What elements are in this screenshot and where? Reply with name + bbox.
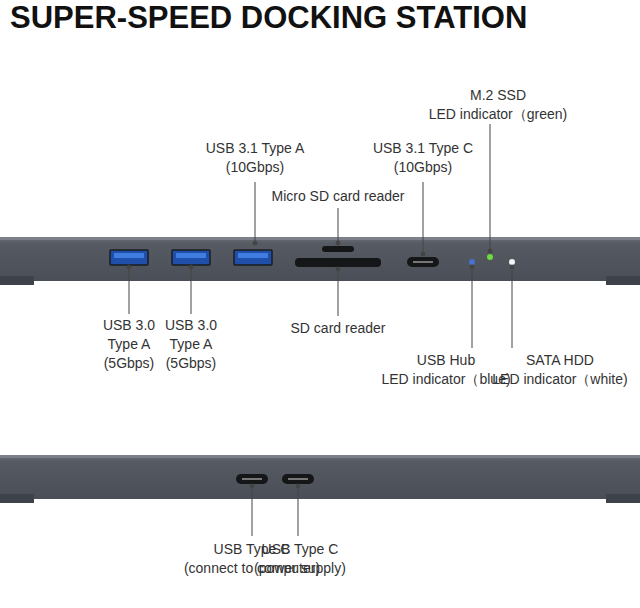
port-label: SD card reader [291, 319, 386, 338]
page-title: SUPER-SPEED DOCKING STATION [10, 0, 527, 36]
port-label: USB 3.0 Type A (5Gbps) [103, 316, 155, 373]
dock-front [0, 237, 640, 285]
port-label: USB 3.0 Type A (5Gbps) [165, 316, 217, 373]
port-label: USB 3.1 Type C (10Gbps) [373, 139, 473, 177]
port-label: Micro SD card reader [271, 187, 404, 206]
dock-back [0, 455, 640, 503]
port-label: USB Type C (power supply) [254, 540, 346, 578]
port-label: SATA HDD LED indicator（white) [492, 351, 627, 389]
leader-lines [127, 124, 514, 536]
port-label: M.2 SSD LED indicator（green) [429, 86, 568, 124]
port-label: USB Hub LED indicator（blue) [381, 351, 510, 389]
port-label: USB 3.1 Type A (10Gbps) [206, 139, 305, 177]
